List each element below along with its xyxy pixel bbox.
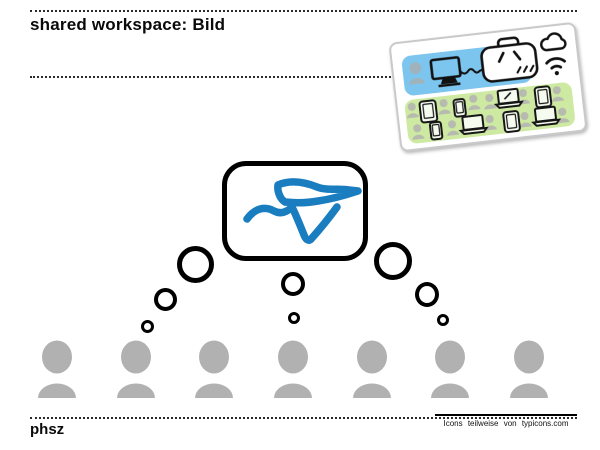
- tablet-icon: [533, 85, 553, 109]
- person-icon: [273, 340, 312, 398]
- shared-canvas: [222, 161, 368, 261]
- footer-credits: Icons teilweise von typicons.com: [435, 414, 577, 428]
- thought-bubble-circle: [415, 282, 439, 307]
- audience-person: [349, 340, 395, 398]
- thought-bubble-circle: [141, 320, 154, 333]
- thought-bubble-circle: [177, 246, 214, 283]
- title-underline-dotted-rule: [30, 76, 575, 78]
- thought-bubble-circle: [437, 314, 449, 326]
- card-green-band: [404, 82, 575, 144]
- audience-person: [427, 340, 473, 398]
- person-icon: [509, 340, 548, 398]
- thought-bubble-circle: [288, 312, 300, 324]
- person-icon: [116, 340, 155, 398]
- person-icon: [352, 340, 391, 398]
- band-person-icons: [407, 86, 570, 140]
- projector-icon: [480, 36, 539, 83]
- blue-scribble-drawing: [243, 178, 362, 244]
- thought-bubble-circle: [154, 288, 177, 311]
- thought-bubble-circle: [374, 242, 412, 280]
- top-dotted-rule: [30, 10, 577, 12]
- tablet-icon: [418, 99, 439, 124]
- audience-person: [506, 340, 552, 398]
- person-icon: [195, 340, 234, 398]
- phone-icon: [452, 98, 467, 118]
- audience-row: [34, 340, 552, 398]
- workspace-photo-card: [387, 21, 588, 154]
- laptop-icon: [458, 114, 489, 136]
- person-icon: [431, 340, 470, 398]
- laptop-icon: [493, 87, 524, 109]
- phone-icon: [428, 120, 444, 141]
- footer-dotted-rule: [30, 417, 577, 419]
- wifi-icon: [545, 57, 566, 76]
- audience-person: [191, 340, 237, 398]
- page-title: shared workspace: Bild: [30, 15, 226, 34]
- thought-bubble-circle: [281, 272, 305, 296]
- audience-person: [34, 340, 80, 398]
- audience-person: [113, 340, 159, 398]
- footer-brand: phsz: [30, 421, 65, 438]
- monitor-icon: [429, 56, 462, 88]
- person-icon: [38, 340, 76, 398]
- audience-person: [270, 340, 316, 398]
- person-icon: [409, 62, 426, 85]
- laptop-icon: [531, 105, 562, 127]
- cloud-icon: [540, 32, 567, 52]
- tablet-icon: [502, 110, 521, 134]
- cable-squiggle: [459, 68, 484, 75]
